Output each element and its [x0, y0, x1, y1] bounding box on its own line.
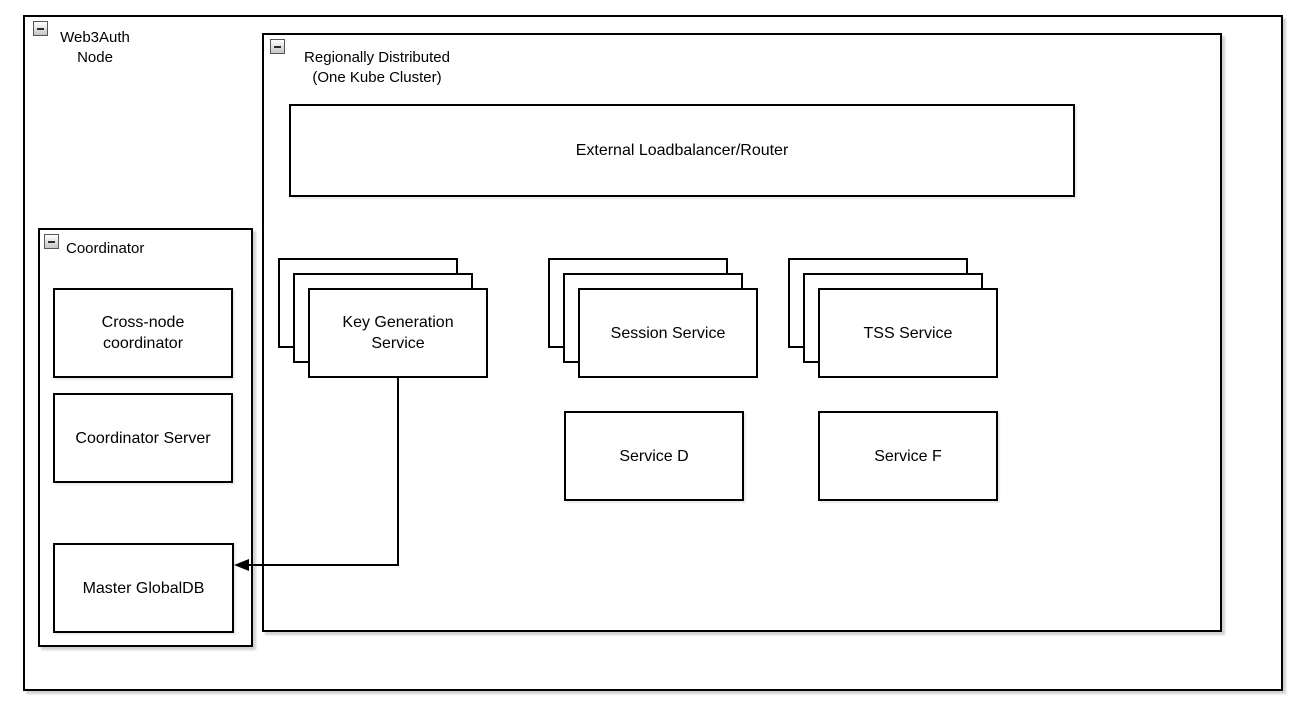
node-master-globaldb: Master GlobalDB [53, 543, 234, 633]
cross-node-coordinator-label: Cross-node coordinator [101, 314, 185, 352]
minus-glyph [274, 45, 281, 48]
key-generation-service-label: Key Generation Service [342, 314, 454, 352]
session-service-label: Session Service [610, 324, 726, 342]
node-service-d: Service D [564, 411, 744, 501]
collapse-minus-icon[interactable] [33, 21, 48, 36]
service-d-label: Service D [619, 447, 689, 465]
master-globaldb-label: Master GlobalDB [82, 579, 205, 597]
node-service-f: Service F [818, 411, 998, 501]
external-loadbalancer-label: External Loadbalancer/Router [575, 142, 789, 159]
node-tss-service: TSS Service [818, 288, 998, 378]
regionally-distributed-label: Regionally Distributed (One Kube Cluster… [304, 49, 450, 86]
web3auth-node-label: Web3Auth Node [60, 29, 130, 66]
node-coordinator-server: Coordinator Server [53, 393, 233, 483]
minus-glyph [37, 27, 44, 30]
minus-glyph [48, 240, 55, 243]
node-session-service: Session Service [578, 288, 758, 378]
tss-service-label: TSS Service [863, 324, 953, 342]
container-regionally-distributed: Regionally Distributed (One Kube Cluster… [262, 33, 1222, 632]
node-key-generation-service-stack: Key Generation Service [278, 258, 488, 378]
container-web3auth-node: Web3Auth Node Regionally Distributed (On… [23, 15, 1283, 691]
node-cross-node-coordinator: Cross-node coordinator [53, 288, 233, 378]
coordinator-server-label: Coordinator Server [75, 429, 211, 447]
container-coordinator: Coordinator Cross-node coordinator Coord… [38, 228, 253, 647]
collapse-minus-icon[interactable] [44, 234, 59, 249]
node-key-generation-service: Key Generation Service [308, 288, 488, 378]
node-session-service-stack: Session Service [548, 258, 758, 378]
service-f-label: Service F [874, 447, 942, 465]
coordinator-label: Coordinator [66, 240, 145, 257]
node-external-loadbalancer: External Loadbalancer/Router [289, 104, 1075, 197]
node-tss-service-stack: TSS Service [788, 258, 998, 378]
collapse-minus-icon[interactable] [270, 39, 285, 54]
